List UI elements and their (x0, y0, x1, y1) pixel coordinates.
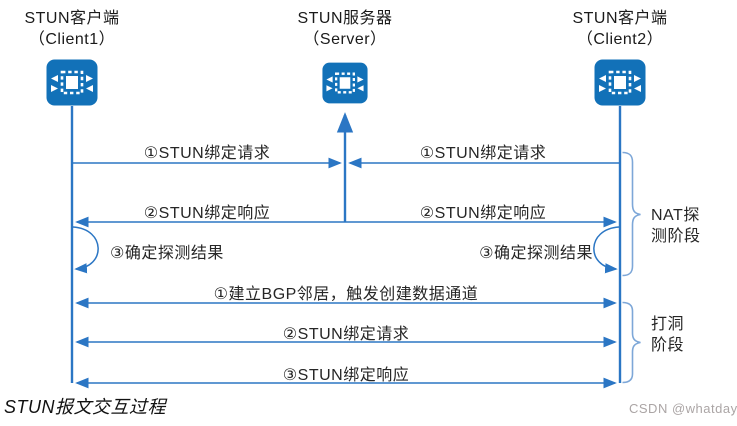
confirm-result-selfloop-client1 (72, 226, 99, 274)
diagram-caption: STUN报文交互过程 (4, 397, 166, 417)
csdn-watermark: CSDN @whatday (629, 401, 737, 416)
msg-confirm-result-right: ③确定探测结果 (479, 245, 593, 262)
actor-server-label: STUN服务器 （Server） (275, 8, 415, 50)
actor-client1-role: STUN客户端 (24, 10, 120, 27)
actor-client2-label: STUN客户端 （Client2） (550, 8, 690, 50)
actor-server-role: STUN服务器 (297, 10, 393, 27)
msg-bind-response-right: ②STUN绑定响应 (419, 205, 547, 222)
msg-bgp-channel: ①建立BGP邻居，触发创建数据通道 (213, 286, 479, 303)
actor-client2-name: （Client2） (576, 31, 664, 48)
actor-client1-label: STUN客户端 （Client1） (2, 8, 142, 50)
msg-punch-bind-response: ③STUN绑定响应 (282, 367, 410, 384)
confirm-result-selfloop-client2 (593, 226, 620, 274)
msg-confirm-result-left: ③确定探测结果 (110, 245, 224, 262)
punch-phase-label: 打洞 阶段 (651, 316, 685, 354)
client1-device-icon (46, 59, 98, 106)
nat-phase-brace (622, 151, 641, 277)
msg-punch-bind-request: ②STUN绑定请求 (282, 326, 410, 343)
nat-phase-label: NAT探 测阶段 (651, 207, 701, 245)
actor-client2-role: STUN客户端 (572, 10, 668, 27)
msg-bind-response-left: ②STUN绑定响应 (143, 205, 271, 222)
msg-bind-request-left: ①STUN绑定请求 (143, 145, 271, 162)
msg-bind-request-right: ①STUN绑定请求 (419, 145, 547, 162)
actor-server-name: （Server） (303, 31, 387, 48)
actor-client1-name: （Client1） (28, 31, 116, 48)
punch-phase-brace (622, 301, 641, 384)
server-device-icon (322, 62, 368, 104)
client2-device-icon (594, 59, 646, 106)
